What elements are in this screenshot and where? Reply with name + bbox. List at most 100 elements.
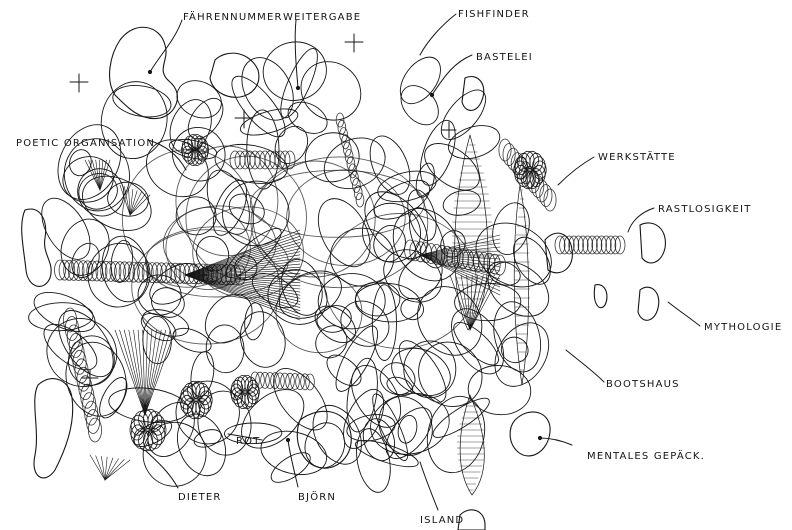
leader-mentales: [540, 438, 572, 445]
loop: [321, 349, 366, 392]
spindle-far-right: [514, 185, 528, 385]
loop: [289, 50, 372, 133]
cross-mark: [442, 122, 456, 138]
coil-loop: [356, 193, 364, 207]
label-dieter: DIETER: [178, 492, 222, 503]
cross-mark: [70, 74, 88, 92]
leader-faehrennummer: [150, 20, 182, 72]
blob-right-c: [638, 287, 659, 320]
loop: [416, 134, 487, 199]
loop: [384, 374, 415, 399]
leader-mythologie: [668, 302, 700, 326]
coil-loop: [286, 373, 295, 389]
loop: [34, 305, 130, 399]
fan-ray: [115, 330, 145, 415]
loop: [94, 373, 133, 422]
coil-loop: [276, 373, 285, 389]
large-ring: [287, 170, 406, 266]
leader-dot: [430, 93, 433, 96]
blob-bottom-left: [34, 379, 73, 478]
coil-loop: [291, 374, 300, 390]
fan-ray: [145, 330, 170, 415]
label-werkstaette: WERKSTÄTTE: [598, 150, 676, 163]
loop: [274, 44, 325, 122]
large-ring: [251, 157, 428, 288]
label-bootshaus: BOOTSHAUS: [606, 379, 680, 390]
fan-ray: [185, 242, 300, 275]
cross-marks: [70, 34, 456, 386]
coil-loop: [281, 373, 290, 389]
fan-ray: [145, 330, 161, 415]
label-faehrennummer: FÄHRENNUMMER: [183, 10, 283, 23]
large-ring: [250, 170, 424, 237]
leader-weitergabe: [295, 20, 298, 88]
loop: [74, 166, 161, 242]
leader-island: [420, 462, 438, 510]
fan-ray: [120, 330, 145, 415]
blob-bottom-right: [510, 412, 550, 456]
loop: [52, 211, 117, 283]
blob-right-d: [594, 285, 607, 308]
blob-bottom-centre: [297, 411, 351, 468]
coil-loop: [296, 374, 305, 390]
coil-loop: [88, 418, 101, 442]
fan-ray: [96, 456, 105, 480]
fan-ray: [145, 330, 166, 415]
leader-fishfinder: [420, 14, 456, 55]
large-ring: [176, 146, 278, 256]
loop: [269, 120, 314, 169]
loop: [441, 187, 483, 219]
coil-loop: [266, 373, 275, 389]
fan-ray: [124, 330, 145, 415]
loop: [354, 281, 422, 325]
loop: [147, 283, 189, 322]
fan-ray: [105, 459, 124, 480]
blob-top-right: [462, 77, 484, 111]
label-rot: ROT.: [236, 436, 264, 447]
leader-dot: [296, 86, 299, 89]
leader-dot: [286, 438, 289, 441]
fan-ray: [90, 455, 105, 480]
loop: [391, 334, 455, 409]
leader-dot: [148, 70, 151, 73]
loop: [377, 400, 440, 467]
leader-dieter: [145, 450, 178, 488]
label-bastelei: BASTELEI: [476, 52, 533, 63]
loop: [420, 391, 492, 479]
loop: [283, 96, 333, 140]
central-loop-mass: [28, 35, 562, 495]
blob-right-b: [640, 223, 665, 263]
label-mythologie: MYTHOLOGIE: [704, 322, 782, 333]
leader-bootshaus: [566, 350, 604, 382]
label-fishfinder: FISHFINDER: [458, 9, 530, 20]
blob-right-a: [545, 233, 572, 273]
label-rastlosigkeit: RASTLOSIGKEIT: [658, 204, 752, 215]
coil-loop: [261, 372, 270, 388]
label-island: ISLAND: [420, 515, 464, 526]
coil-chains: [55, 113, 626, 451]
blob-left-edge: [22, 209, 51, 286]
coil-loop: [301, 374, 310, 390]
label-poetic: POETIC ORGANISATION: [16, 138, 155, 149]
loop: [368, 172, 436, 227]
loop: [234, 307, 291, 373]
fan-ray: [456, 275, 470, 330]
fan-ray: [185, 275, 300, 295]
outer-blobs: [22, 27, 666, 530]
loop: [181, 92, 230, 145]
loop: [384, 339, 458, 404]
coil-loop: [343, 142, 351, 156]
loop: [263, 359, 337, 439]
loop: [231, 49, 303, 130]
loop: [217, 175, 295, 251]
loop: [256, 425, 331, 481]
leader-dot: [538, 436, 541, 439]
label-weitergabe: WEITERGABE: [283, 12, 361, 23]
loop: [205, 324, 245, 374]
cross-mark: [82, 370, 98, 386]
loop: [392, 50, 448, 111]
blob-top-left: [110, 27, 178, 118]
leader-werkstaette: [558, 157, 594, 185]
